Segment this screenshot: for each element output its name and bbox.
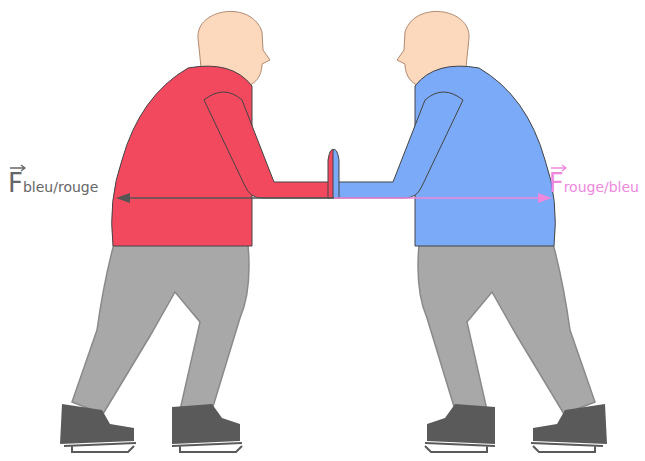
blue-skater — [333, 11, 607, 452]
force-label: Frouge/bleu — [549, 168, 639, 198]
force-label: Fbleu/rouge — [8, 168, 98, 198]
vector-symbol: F — [549, 168, 564, 198]
arrow-head — [116, 193, 130, 203]
vector-subscript: bleu/rouge — [23, 179, 98, 195]
red-skater — [60, 11, 334, 452]
vector-subscript: rouge/bleu — [564, 179, 639, 195]
vector-symbol: F — [8, 168, 23, 198]
force-arrow — [334, 197, 540, 199]
force-arrow — [128, 197, 333, 199]
